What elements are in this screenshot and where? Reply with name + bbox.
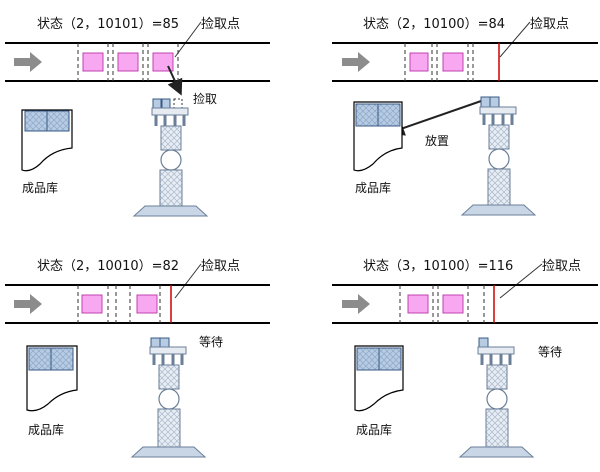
- robot-arm: [460, 96, 537, 216]
- warehouse: 成品库: [354, 345, 404, 437]
- robot-arm: [130, 337, 207, 458]
- pick-arrow: [167, 65, 183, 96]
- flow-arrow-icon: [342, 294, 370, 314]
- pickup-point-label: 捡取点: [201, 258, 240, 274]
- warehouse-label: 成品库: [356, 422, 392, 437]
- item-box: [407, 294, 429, 314]
- item-box: [442, 52, 464, 72]
- flow-arrow-icon: [14, 52, 42, 72]
- panel-2: 状态（2，10100）=84 捡取点 成品库: [332, 16, 598, 216]
- pickup-leader-line: [499, 21, 531, 58]
- item-box: [442, 294, 464, 314]
- robot-action-label: 等待: [199, 335, 223, 349]
- warehouse-label: 成品库: [355, 180, 391, 195]
- state-label: 状态（2，10101）=85: [37, 17, 179, 32]
- flow-arrow-icon: [14, 294, 42, 314]
- pickup-leader-line: [174, 263, 202, 299]
- panel-1: 状态（2，10101）=85 捡取点 成品库: [5, 16, 270, 217]
- pickup-point-label: 捡取点: [201, 16, 240, 32]
- robot-arm: [458, 337, 535, 458]
- conveyor: [332, 284, 598, 324]
- panel-4: 状态（3，10100）=116 捡取点 成品库: [332, 258, 598, 458]
- pickup-point-label: 捡取点: [530, 16, 569, 32]
- warehouse: 成品库: [21, 109, 73, 195]
- warehouse: 成品库: [353, 101, 403, 195]
- state-label: 状态（3，10100）=116: [363, 259, 513, 274]
- panel-3: 状态（2，10010）=82 捡取点 成品库: [5, 258, 270, 458]
- place-arrow: [388, 99, 485, 136]
- conveyor: [5, 284, 270, 324]
- warehouse-label: 成品库: [28, 422, 64, 437]
- robot-action-label: 捡取: [193, 91, 217, 106]
- state-label: 状态（2，10100）=84: [363, 17, 505, 32]
- item-box: [117, 52, 139, 72]
- flow-arrow-icon: [342, 52, 370, 72]
- warehouse: 成品库: [26, 345, 78, 437]
- conveyor: [5, 42, 270, 82]
- item-box: [82, 52, 104, 72]
- warehouse-label: 成品库: [22, 180, 58, 195]
- state-label: 状态（2，10010）=82: [37, 259, 179, 274]
- conveyor: [332, 42, 598, 82]
- robot-arm: [132, 98, 209, 217]
- pickup-leader-line: [499, 263, 543, 299]
- item-box: [136, 294, 158, 314]
- item-box: [409, 52, 429, 72]
- pickup-leader-line: [174, 21, 202, 58]
- item-box: [81, 294, 103, 314]
- pickup-point-label: 捡取点: [542, 258, 581, 274]
- robot-action-label: 等待: [538, 345, 562, 359]
- robot-action-label: 放置: [425, 133, 449, 148]
